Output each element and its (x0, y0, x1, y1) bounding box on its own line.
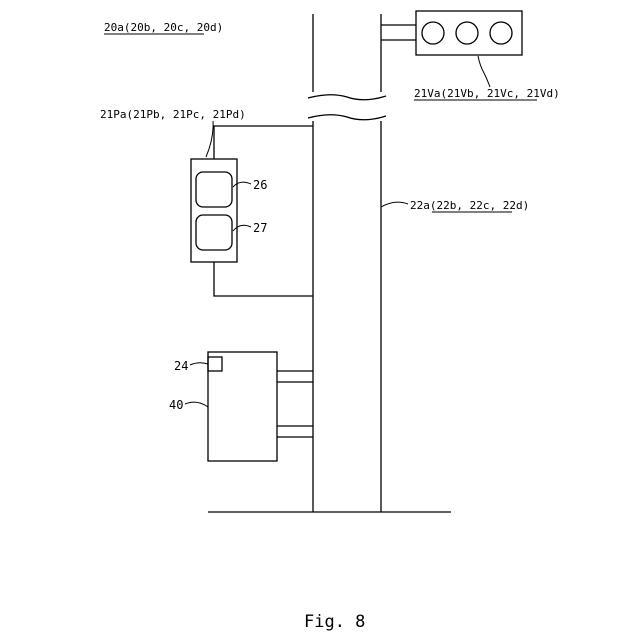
controller-leader-line (185, 402, 208, 407)
vehicle-signal-leader-line (478, 56, 490, 87)
controller-bracket (277, 371, 313, 437)
vehicle-signal (381, 11, 522, 55)
pole-lower-segment (313, 121, 381, 512)
pole-label: 22a(22b, 22c, 22d) (410, 199, 529, 212)
system-label: 20a(20b, 20c, 20d) (104, 21, 223, 34)
sensor-ref: 24 (174, 359, 188, 373)
lower-lamp-ref: 27 (253, 221, 267, 235)
figure-caption: Fig. 8 (304, 612, 365, 632)
upper-lamp-ref: 26 (253, 178, 267, 192)
pole-upper-segment (313, 14, 381, 92)
vehicle-signal-label: 21Va(21Vb, 21Vc, 21Vd) (414, 87, 560, 100)
sensor-leader-line (190, 363, 208, 365)
controller-box (208, 352, 277, 461)
pedestrian-signal-label: 21Pa(21Pb, 21Pc, 21Pd) (100, 108, 246, 121)
pedestrian-signal-leader-line (206, 121, 213, 157)
pole-break-mark (308, 95, 386, 120)
pedestrian-signal (191, 159, 237, 262)
controller-ref: 40 (169, 398, 183, 412)
pole-leader-line (381, 202, 408, 207)
